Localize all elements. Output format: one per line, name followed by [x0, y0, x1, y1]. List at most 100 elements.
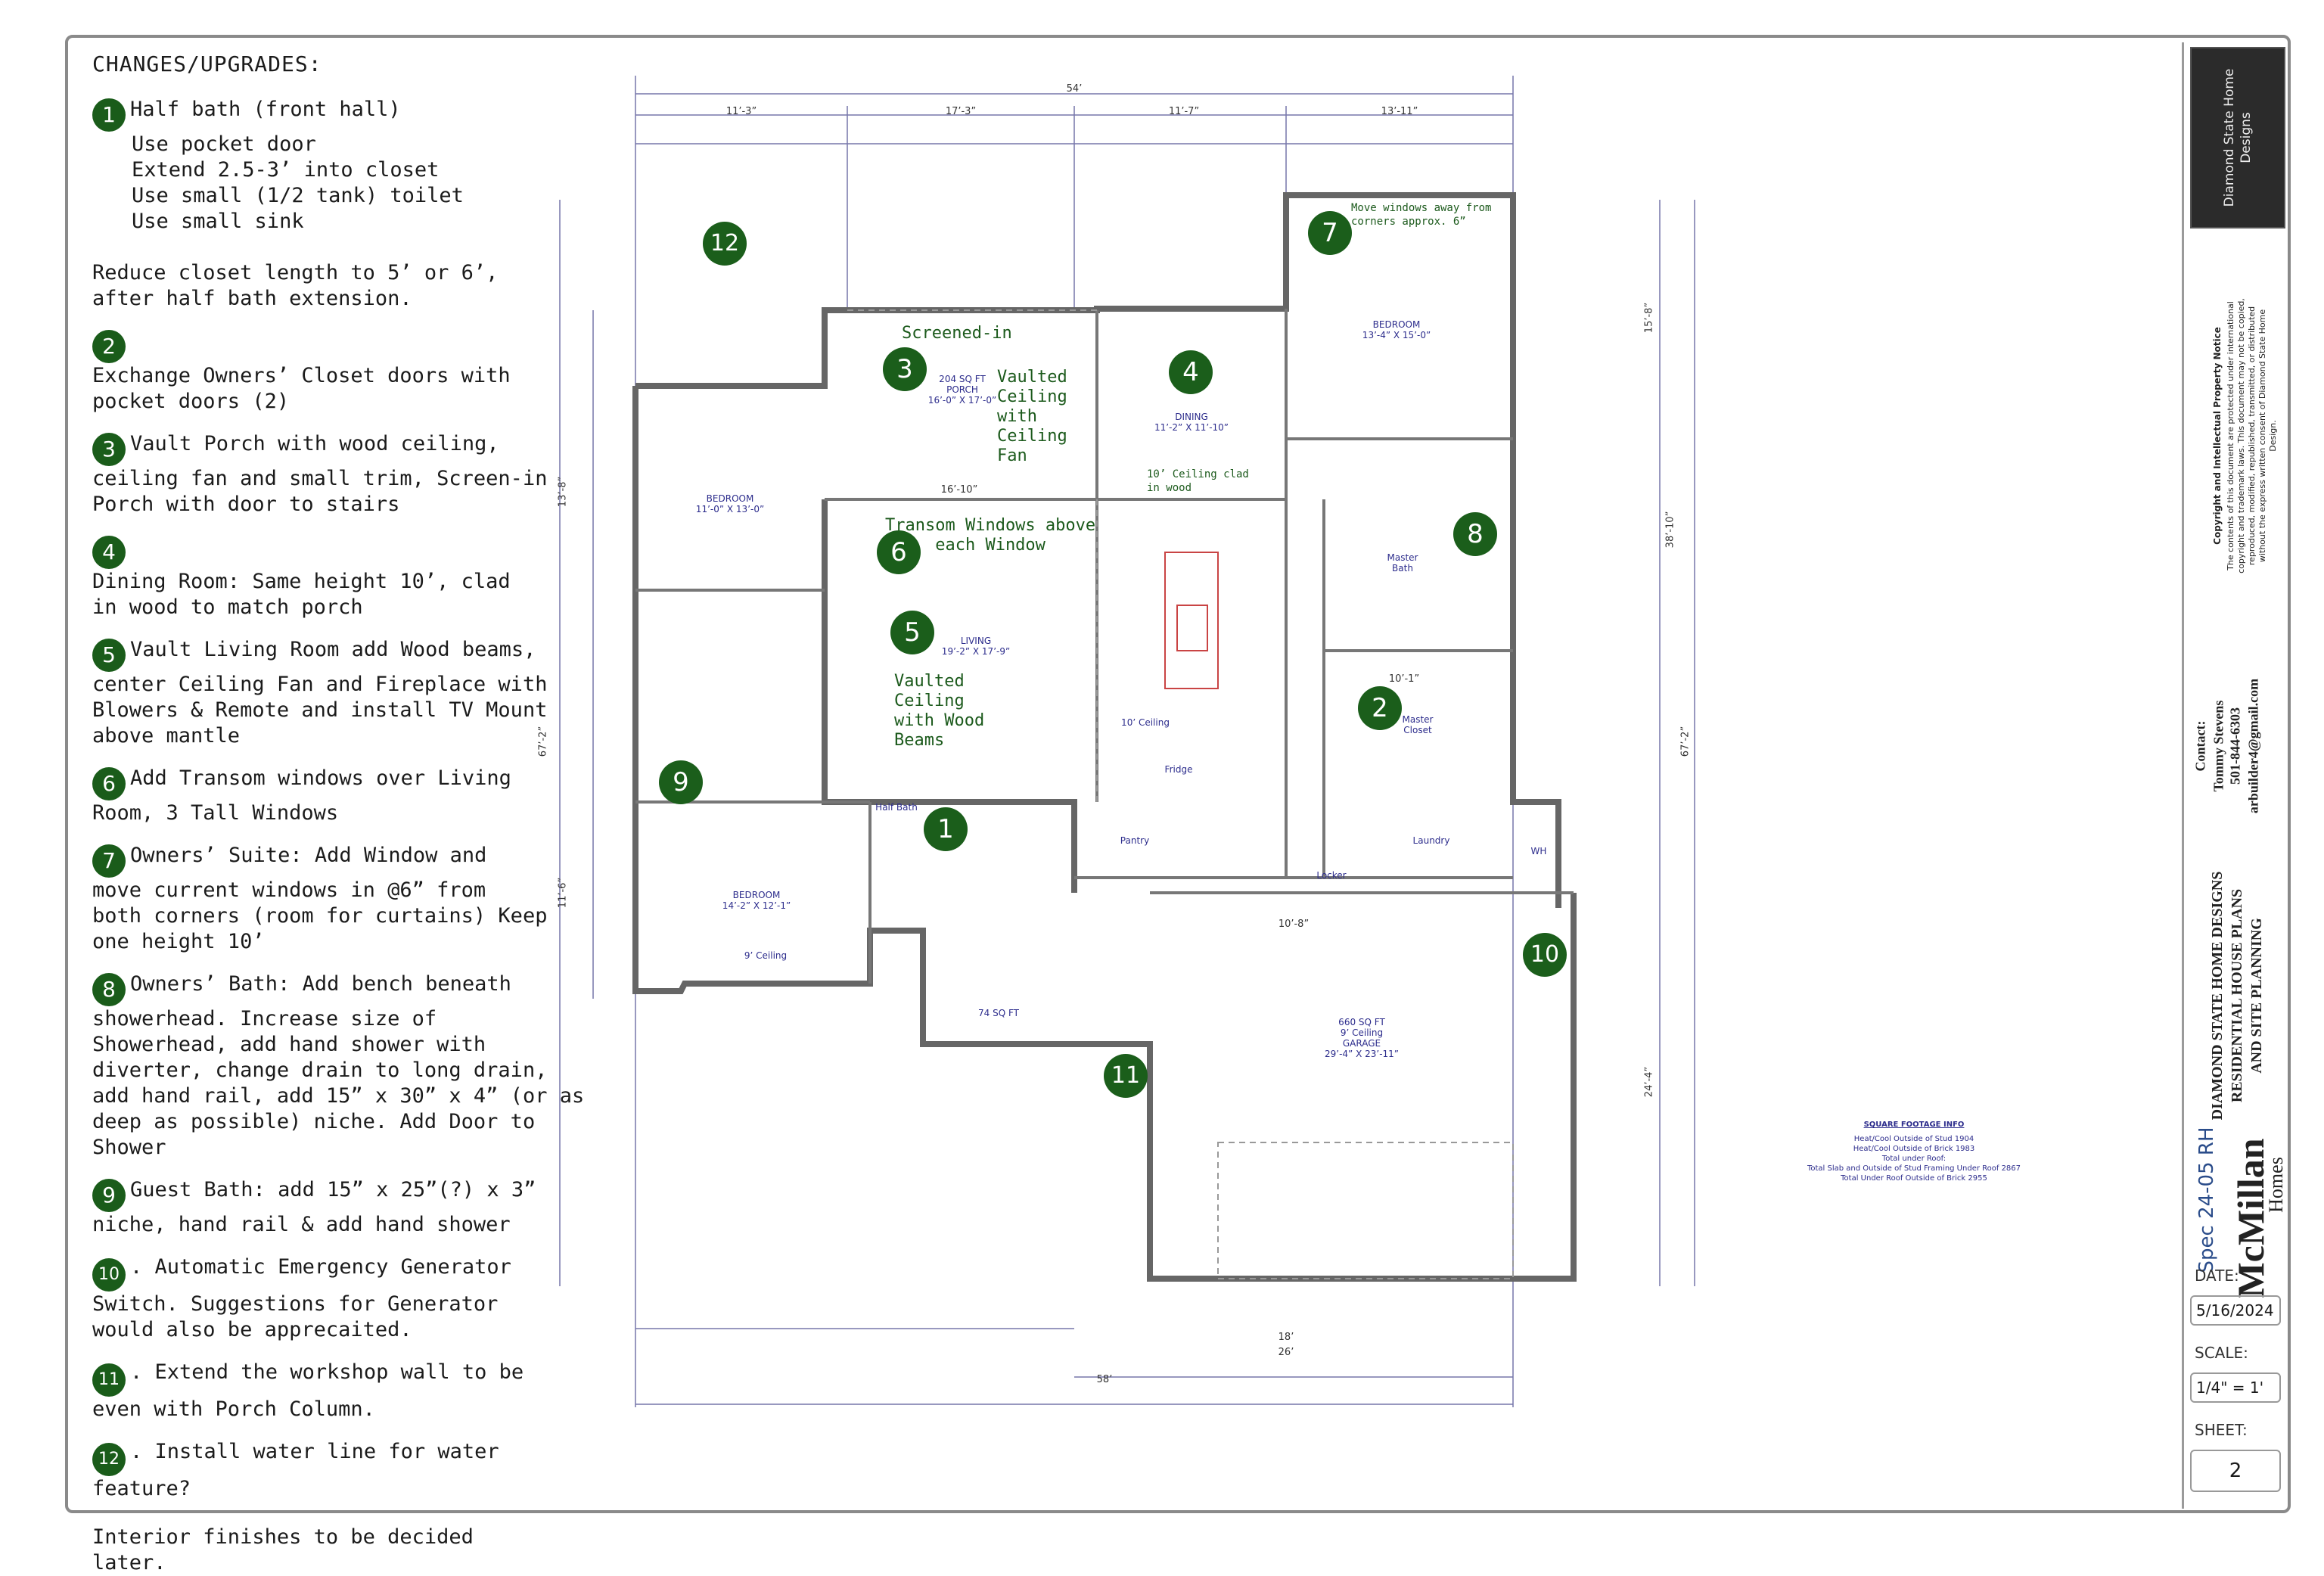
front-porch-label: 74 SQ FT	[978, 1008, 1019, 1018]
kitchen-island	[1164, 552, 1219, 689]
note-line: . Automatic Emergency Generator	[130, 1255, 511, 1279]
interior-walls	[635, 309, 1574, 984]
note-line: Use small sink	[132, 210, 304, 233]
note-line: Dining Room: Same height 10’, clad	[92, 570, 511, 593]
plan-badge-11: 11	[1104, 1054, 1148, 1098]
exterior-walls	[632, 192, 1577, 1282]
note-number-badge: 7	[92, 844, 126, 878]
dim-left-2: 11’-6”	[557, 877, 569, 909]
note-line: center Ceiling Fan and Fireplace with	[92, 673, 548, 696]
note-number-badge: 12	[92, 1443, 126, 1476]
note-line: Guest Bath: add 15” x 25”(?) x 3”	[130, 1178, 536, 1201]
note-line: Vault Living Room add Wood beams,	[130, 638, 536, 661]
laundry-label: Laundry	[1412, 835, 1450, 846]
contact-label: Contact:	[2192, 720, 2208, 772]
plan-badge-10: 10	[1523, 933, 1567, 977]
note-line: after half bath extension.	[92, 287, 412, 310]
dim-top-1: 11’-3”	[725, 106, 757, 117]
note-number-badge: 5	[92, 639, 126, 672]
master-closet-label: Master Closet	[1402, 714, 1434, 735]
transom-annotation: Transom Windows above each Window	[885, 516, 1096, 555]
note-line: above mantle	[92, 724, 241, 748]
firm-logo: Diamond State Home Designs	[2190, 47, 2285, 228]
note-number-badge: 4	[92, 536, 126, 569]
note-number-badge: 11	[92, 1363, 126, 1397]
half-bath-label: Half Bath	[875, 802, 918, 813]
dim-left-1: 13’-8”	[557, 476, 569, 508]
plan-badge-1: 1	[924, 807, 968, 851]
dim-porch-width: 16’-10”	[940, 484, 978, 496]
note-line: Room, 3 Tall Windows	[92, 801, 339, 825]
dimension-lines	[559, 76, 1695, 1407]
sheet-value: 2	[2190, 1450, 2281, 1492]
sqft-line-5: Total Under Roof Outside of Brick 2955	[1841, 1174, 1987, 1183]
master-bath-label: Master Bath	[1387, 552, 1418, 574]
contact-phone: 501-844-6303	[2227, 707, 2243, 785]
hidden-lines	[847, 309, 1514, 1279]
dim-top-4: 13’-11”	[1381, 106, 1418, 117]
note-line: Vault Porch with wood ceiling,	[130, 432, 499, 455]
plan-badge-8: 8	[1453, 512, 1497, 556]
porch-vault-annotation: Vaulted Ceiling with Ceiling Fan	[997, 368, 1067, 465]
sqft-line-4: Total Slab and Outside of Stud Framing U…	[1807, 1164, 2021, 1173]
porch-label: 204 SQ FT PORCH 16’-0” X 17’-0”	[927, 374, 997, 406]
spec-number: Spec 24-05 RH	[2195, 1127, 2218, 1273]
note-line: deep as possible) niche. Add Door to	[92, 1110, 536, 1133]
dim-right-2: 38’-10”	[1664, 511, 1676, 549]
note-number-badge: 8	[92, 973, 126, 1006]
sheet-border	[65, 35, 2291, 1513]
notes-heading: CHANGES/UPGRADES:	[92, 51, 322, 76]
note-line: one height 10’	[92, 930, 265, 953]
dining-label: DINING 11’-2” X 11’-10”	[1154, 412, 1229, 433]
garage-label: 660 SQ FT 9’ Ceiling GARAGE 29’-4” X 23’…	[1324, 1017, 1400, 1059]
note-line: Use small (1/2 tank) toilet	[132, 184, 464, 207]
sqft-line-3: Total under Roof:	[1881, 1155, 1947, 1163]
contact-name: Tommy Stevens	[2211, 700, 2226, 792]
contact-email: arbuilder4@gmail.com	[2245, 678, 2261, 814]
dim-overall-bottom: 58’	[1096, 1374, 1113, 1385]
note-line: showerhead. Increase size of	[92, 1007, 437, 1030]
dim-right-height: 67’-2”	[1679, 726, 1692, 757]
bedroom-front-label: BEDROOM 14’-2” X 12’-1”	[722, 890, 791, 911]
dim-left-height: 67’-2”	[537, 726, 549, 757]
dining-ceiling-annotation: 10’ Ceiling clad in wood	[1147, 468, 1249, 494]
scale-label: SCALE:	[2195, 1344, 2248, 1362]
note-line: Switch. Suggestions for Generator	[92, 1292, 499, 1316]
note-line: even with Porch Column.	[92, 1397, 375, 1421]
sheet-label: SHEET:	[2195, 1421, 2248, 1439]
date-value: 5/16/2024	[2190, 1295, 2281, 1326]
note-line: Extend 2.5-3’ into closet	[132, 158, 440, 182]
dim-garage-door: 18’	[1278, 1332, 1294, 1343]
dim-master-width: 10’-1”	[1388, 673, 1420, 685]
dim-right-1: 15’-8”	[1643, 302, 1655, 334]
logo-text: Diamond State Home Designs	[2222, 68, 2254, 207]
brand-sub: Homes	[2265, 1157, 2287, 1213]
note-line: Use pocket door	[132, 132, 316, 156]
note-line: Add Transom windows over Living	[130, 766, 511, 790]
dim-garage-width: 26’	[1278, 1347, 1294, 1358]
note-line: niche, hand rail & add hand shower	[92, 1213, 511, 1236]
sqft-info: SQUARE FOOTAGE INFO Heat/Cool Outside of…	[1800, 1120, 2027, 1183]
note-line: Blowers & Remote and install TV Mount	[92, 698, 548, 722]
living-vault-annotation: Vaulted Ceiling with Wood Beams	[894, 672, 985, 750]
dim-right-3: 24’-4”	[1643, 1066, 1655, 1098]
note-line: both corners (room for curtains) Keep	[92, 904, 548, 928]
note-line: . Install water line for water	[130, 1440, 499, 1463]
sqft-line-2: Heat/Cool Outside of Brick 1983	[1853, 1145, 1975, 1153]
title-block: Diamond State Home Designs Copyright and…	[2182, 42, 2287, 1509]
scale-value: 1/4" = 1'	[2190, 1372, 2281, 1403]
copyright-body: The contents of this document are protec…	[2226, 298, 2278, 574]
fridge-label: Fridge	[1164, 764, 1193, 775]
note-line: Exchange Owners’ Closet doors with	[92, 364, 511, 387]
screened-annotation: Screened-in	[902, 324, 1012, 343]
plan-badge-12: 12	[703, 222, 747, 266]
note-line: Reduce closet length to 5’ or 6’,	[92, 261, 499, 284]
